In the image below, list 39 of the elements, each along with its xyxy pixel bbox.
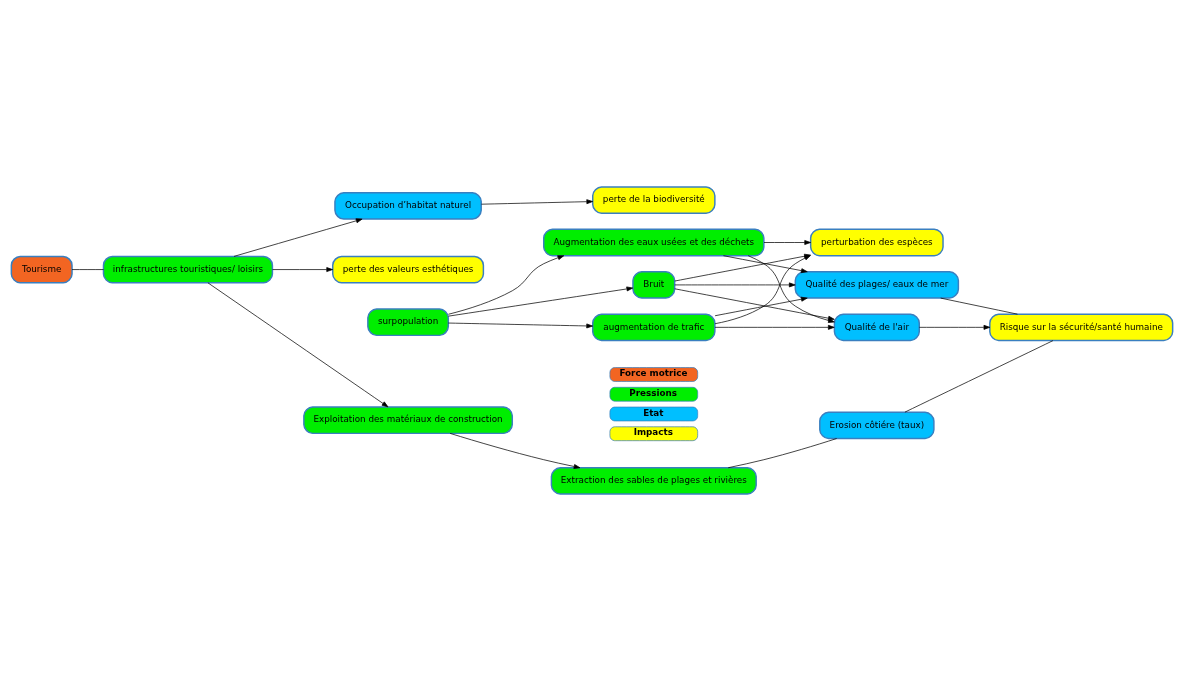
arrow: [447, 286, 634, 317]
arrow: [481, 199, 593, 205]
node-box: Risque sur la sécurité/santé humaine: [989, 313, 1174, 342]
node-box: perturbation des espèces: [809, 228, 944, 257]
arrow: [272, 267, 333, 272]
arrow: [714, 324, 835, 330]
arrow: [449, 433, 581, 469]
arrow: [763, 240, 811, 245]
node-box: augmentation de trafic: [592, 313, 716, 342]
node-box: Erosion côtiére (taux): [819, 411, 935, 440]
legend-label: Etat: [643, 407, 664, 418]
arrow: [723, 255, 808, 273]
arrow: [714, 296, 808, 317]
node-box: Bruit: [632, 271, 676, 299]
legend-label: Pressions: [629, 387, 677, 398]
node-box: Exploitation des matériaux de construction: [303, 406, 513, 435]
arrow: [233, 218, 363, 257]
node-box: Augmentation des eaux usées et des déchets: [543, 228, 765, 257]
arrow: [674, 288, 835, 321]
node-box: Occupation d’habitat naturel: [334, 192, 482, 220]
arrow: [207, 282, 389, 408]
node-box: Qualité de l'air: [833, 313, 920, 342]
node-box: perte des valeurs esthétiques: [332, 255, 485, 284]
arrow: [919, 324, 991, 330]
node-box: surpopulation: [367, 308, 450, 337]
connector: [71, 269, 104, 270]
connector: [727, 438, 837, 469]
node-box: Tourisme: [10, 255, 73, 284]
legend-label: Impacts: [633, 427, 673, 438]
node-box: Qualité des plages/ eaux de mer: [794, 271, 960, 299]
node-box: perte de la biodiversité: [592, 186, 716, 214]
node-box: Extraction des sables de plages et rivières: [550, 467, 757, 495]
node-box: infrastructures touristiques/ loisirs: [102, 255, 274, 284]
arrow: [448, 255, 565, 315]
arrow: [674, 282, 796, 288]
connector: [940, 297, 1018, 315]
arrow: [447, 322, 593, 329]
legend-label: Force motrice: [619, 368, 688, 379]
connector: [904, 340, 1054, 413]
